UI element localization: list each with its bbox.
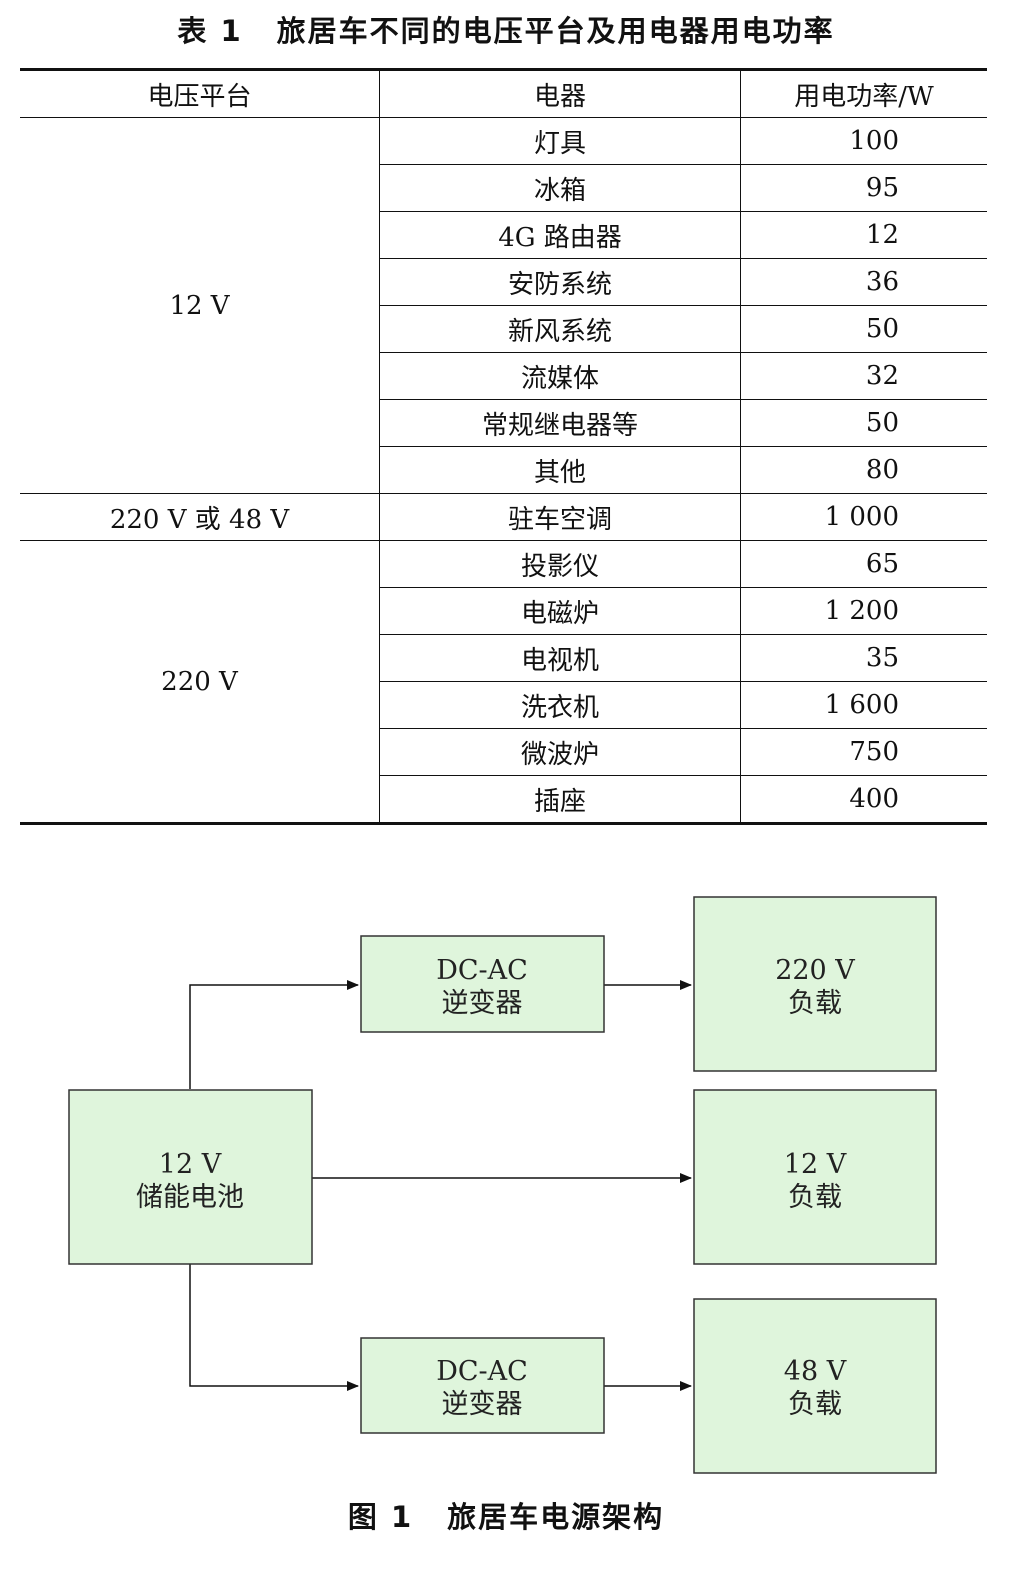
device-cell: 其他 (379, 446, 741, 494)
power-cell: 1 200 (824, 596, 899, 626)
inverter-bottom-label-1: DC-AC (436, 1356, 528, 1387)
load-12v-label-2: 负载 (788, 1182, 842, 1213)
table-row: 插座 400 (20, 775, 987, 824)
table-row: 电磁炉 1 200 (20, 587, 987, 635)
load-12v-label-1: 12 V (784, 1149, 847, 1180)
load-12v-box: 12 V 负载 (693, 1089, 937, 1265)
table-row: 流媒体 32 (20, 352, 987, 400)
power-cell: 35 (865, 643, 899, 673)
figure-caption-number: 图 1 (347, 1500, 414, 1534)
load-220v-box: 220 V 负载 (693, 896, 937, 1072)
platform-cell: 220 V 或 48 V (20, 493, 380, 541)
power-cell: 36 (865, 267, 899, 297)
device-cell: 安防系统 (379, 258, 741, 306)
figure-caption-title: 旅居车电源架构 (447, 1500, 665, 1534)
power-cell: 95 (865, 173, 899, 203)
power-cell: 100 (849, 126, 899, 156)
table-caption-number: 表 1 (177, 14, 243, 48)
device-cell: 投影仪 (379, 540, 741, 588)
table-header-row: 电压平台 电器 用电功率/W (20, 69, 987, 118)
power-table: 电压平台 电器 用电功率/W 12 V 灯具 100 冰箱 95 4G 路由器 … (20, 68, 987, 825)
power-cell: 400 (849, 784, 899, 814)
device-cell: 4G 路由器 (379, 211, 741, 259)
table-row: 洗衣机 1 600 (20, 681, 987, 729)
device-cell: 灯具 (379, 117, 741, 165)
device-cell: 驻车空调 (379, 493, 741, 541)
table-row: 新风系统 50 (20, 305, 987, 353)
table-row: 电视机 35 (20, 634, 987, 682)
power-cell: 65 (865, 549, 899, 579)
figure-caption: 图 1 旅居车电源架构 (0, 1494, 1012, 1536)
table-caption: 表 1 旅居车不同的电压平台及用电器用电功率 (0, 8, 1012, 50)
device-cell: 冰箱 (379, 164, 741, 212)
battery-label-1: 12 V (159, 1149, 222, 1180)
load-48v-box: 48 V 负载 (693, 1298, 937, 1474)
table-row: 常规继电器等 50 (20, 399, 987, 447)
table-row: 4G 路由器 12 (20, 211, 987, 259)
table-row: 220 V 或 48 V 驻车空调 1 000 (20, 493, 987, 541)
power-cell: 1 000 (824, 502, 899, 532)
table-row: 安防系统 36 (20, 258, 987, 306)
header-device: 电器 (379, 69, 741, 118)
power-architecture-diagram: 12 V 储能电池 DC-AC 逆变器 DC-AC 逆变器 220 V 负载 1… (68, 896, 937, 1474)
battery-box: 12 V 储能电池 (68, 1089, 313, 1265)
load-220v-label-1: 220 V (775, 955, 855, 986)
inverter-bottom-label-2: 逆变器 (442, 1389, 523, 1420)
device-cell: 洗衣机 (379, 681, 741, 729)
power-cell: 50 (865, 314, 899, 344)
power-cell: 50 (865, 408, 899, 438)
table-row: 冰箱 95 (20, 164, 987, 212)
load-220v-label-2: 负载 (788, 988, 842, 1019)
platform-cell: 220 V (20, 540, 380, 824)
device-cell: 插座 (379, 775, 741, 824)
load-48v-label-1: 48 V (784, 1356, 847, 1387)
device-cell: 流媒体 (379, 352, 741, 400)
header-power: 用电功率/W (794, 81, 934, 112)
device-cell: 电视机 (379, 634, 741, 682)
arrow-battery-to-top-inverter (189, 980, 359, 1089)
load-48v-label-2: 负载 (788, 1389, 842, 1420)
device-cell: 常规继电器等 (379, 399, 741, 447)
inverter-top-box: DC-AC 逆变器 (360, 935, 605, 1033)
platform-cell: 12 V (20, 117, 380, 494)
device-cell: 电磁炉 (379, 587, 741, 635)
inverter-bottom-box: DC-AC 逆变器 (360, 1337, 605, 1434)
power-cell: 750 (849, 737, 899, 767)
device-cell: 微波炉 (379, 728, 741, 776)
power-cell: 1 600 (824, 690, 899, 720)
power-cell: 32 (865, 361, 899, 391)
arrow-battery-to-bottom-inverter (189, 1264, 359, 1391)
table-row: 12 V 灯具 100 (20, 117, 987, 494)
device-cell: 新风系统 (379, 305, 741, 353)
inverter-top-label-1: DC-AC (436, 955, 528, 986)
header-voltage-platform: 电压平台 (20, 69, 380, 118)
table-row: 微波炉 750 (20, 728, 987, 776)
table-row: 220 V 投影仪 65 (20, 540, 987, 824)
table-caption-title: 旅居车不同的电压平台及用电器用电功率 (276, 14, 835, 48)
power-cell: 80 (865, 455, 899, 485)
table-row: 其他 80 (20, 446, 987, 494)
power-cell: 12 (865, 220, 899, 250)
inverter-top-label-2: 逆变器 (442, 988, 523, 1019)
battery-label-2: 储能电池 (136, 1182, 244, 1213)
